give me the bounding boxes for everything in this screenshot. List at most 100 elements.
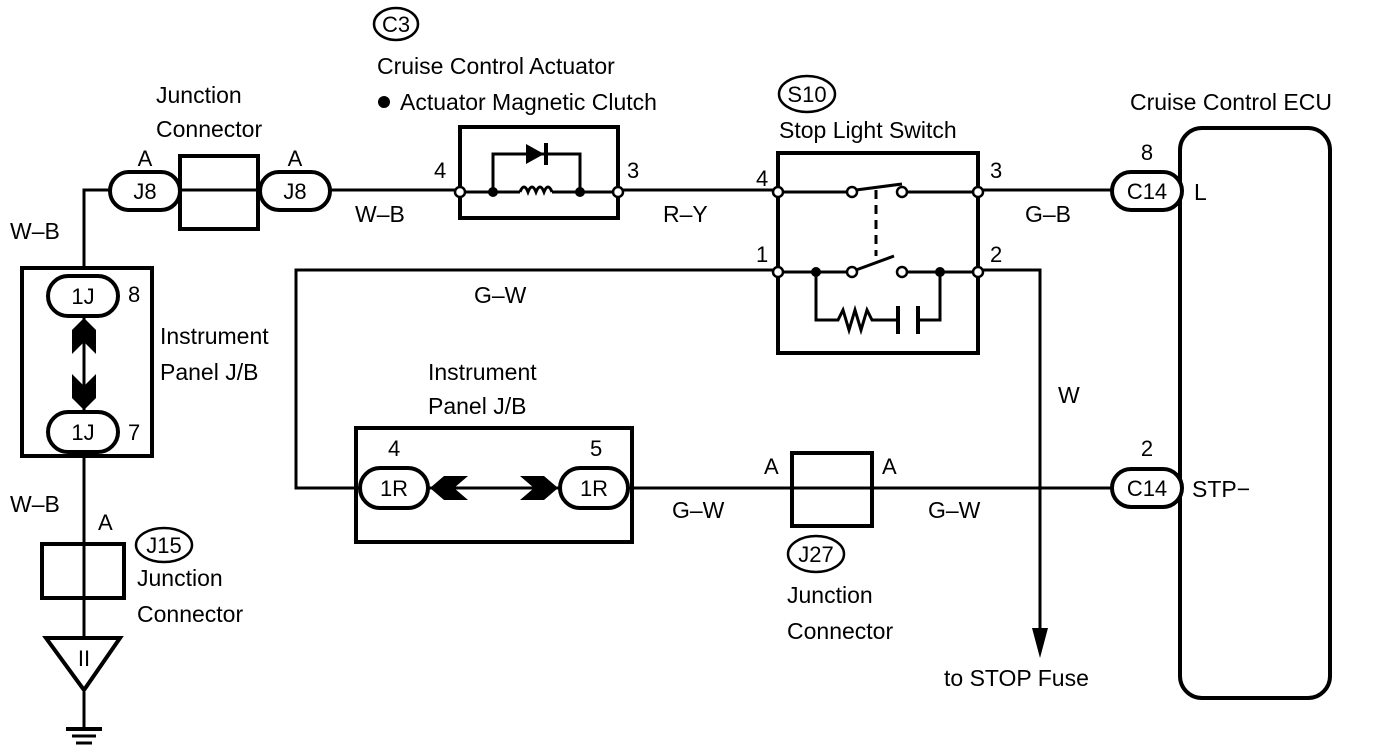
switch-pin-tr: 3 <box>990 158 1002 183</box>
jb-right-pin: 5 <box>590 436 602 461</box>
jb-vertical-label-line2: Panel J/B <box>160 359 258 385</box>
arrow-down-icon <box>72 374 96 410</box>
jb-top-pin: 8 <box>128 282 140 307</box>
jb-horizontal-label-line1: Instrument <box>428 359 537 385</box>
wire-label-gw-top: G–W <box>474 282 527 308</box>
ecu-box <box>1178 126 1332 700</box>
coil-icon <box>518 185 554 197</box>
ecu-terminal-stp: STP− <box>1192 476 1250 502</box>
c14-top-pin: 8 <box>1141 140 1153 165</box>
resistor-icon <box>814 272 896 336</box>
switch-box <box>776 151 980 355</box>
jb-vertical-box <box>20 266 154 458</box>
j8-junction-connector[interactable]: Junction Connector J8 A J8 A <box>108 82 332 231</box>
j15-code-ring <box>134 526 194 564</box>
ground-icon <box>66 727 102 745</box>
j27-code: J27 <box>798 542 833 567</box>
ground-point-triangle <box>42 636 124 694</box>
j27-left-pin: A <box>764 454 779 479</box>
c14-bottom-pin: 2 <box>1141 436 1153 461</box>
wire-label-wb-left-bottom: W–B <box>10 491 60 517</box>
j15-box <box>40 542 126 600</box>
actuator-title: Cruise Control Actuator <box>377 53 615 79</box>
jb-horizontal-box <box>354 426 634 544</box>
arrow-up-icon <box>72 318 96 354</box>
j27-right-pin: A <box>882 454 897 479</box>
j8-left-code: J8 <box>133 179 156 204</box>
actuator-pin-out: 3 <box>627 158 639 183</box>
actuator-subtitle: Actuator Magnetic Clutch <box>400 89 657 115</box>
jb-bottom-pin: 7 <box>128 420 140 445</box>
instrument-panel-jb-horizontal[interactable]: Instrument Panel J/B 1R 4 1R 5 <box>354 359 634 544</box>
actuator-code: C3 <box>382 12 410 37</box>
switch-title: Stop Light Switch <box>779 117 957 143</box>
j15-title-line2: Connector <box>137 601 243 627</box>
j8-title-line2: Connector <box>156 116 262 142</box>
actuator-code-ring <box>372 6 420 42</box>
j8-right-pin: A <box>288 146 303 171</box>
j15-junction-connector[interactable]: A J15 Junction Connector II <box>40 510 243 745</box>
j8-left-connector <box>108 170 182 212</box>
cruise-control-ecu[interactable]: Cruise Control ECU C14 8 L C14 2 STP− <box>1110 89 1332 700</box>
j8-title-line1: Junction <box>156 82 242 108</box>
wire-label-ry: R–Y <box>663 201 708 227</box>
wire-wb-left-top <box>82 188 110 268</box>
switch-pin-br: 2 <box>990 242 1002 267</box>
j27-title-line1: Junction <box>787 582 873 608</box>
arrow-down-icon <box>1032 628 1048 658</box>
j27-code-ring <box>786 534 846 574</box>
jb-bottom-code: 1J <box>71 420 94 445</box>
j15-pin: A <box>98 510 113 535</box>
ground-point-label: II <box>78 646 90 671</box>
wire-label-gw-mid: G–W <box>672 497 725 523</box>
actuator-box-top <box>458 125 620 190</box>
diode-icon <box>526 144 544 164</box>
switch-terminal-2 <box>971 265 985 279</box>
actuator-terminal-4 <box>453 185 467 199</box>
c14-bottom-connector <box>1110 467 1184 509</box>
j8-right-connector <box>258 170 332 212</box>
cruise-control-actuator[interactable]: C3 Cruise Control Actuator Actuator Magn… <box>372 6 657 220</box>
switch-terminal-3 <box>971 185 985 199</box>
actuator-pin-in: 4 <box>434 158 446 183</box>
actuator-terminal-3 <box>611 185 625 199</box>
j27-box <box>790 451 874 528</box>
switch-pin-tl: 4 <box>756 166 768 191</box>
j8-right-code: J8 <box>283 179 306 204</box>
c14-bottom-code: C14 <box>1127 476 1167 501</box>
c14-top-connector <box>1110 170 1184 212</box>
arrow-right-icon <box>520 476 558 500</box>
jb-left-code: 1R <box>380 476 408 501</box>
ecu-title: Cruise Control ECU <box>1130 89 1332 115</box>
jb-left-connector <box>358 466 430 510</box>
switch-terminal-4 <box>771 185 785 199</box>
destination-stop-fuse: to STOP Fuse <box>944 665 1089 691</box>
jb-horizontal-label-line2: Panel J/B <box>428 393 526 419</box>
jb-top-code: 1J <box>71 284 94 309</box>
wire-label-wb-top: W–B <box>355 201 405 227</box>
jb-right-code: 1R <box>580 476 608 501</box>
wire-label-gw-right: G–W <box>928 497 981 523</box>
instrument-panel-jb-vertical[interactable]: 1J 8 1J 7 Instrument Panel J/B <box>20 266 269 458</box>
wire-gw-top <box>294 268 778 490</box>
c14-top-code: C14 <box>1127 179 1167 204</box>
j15-title-line1: Junction <box>137 565 223 591</box>
bullet-icon <box>378 96 390 108</box>
j8-left-pin: A <box>138 146 153 171</box>
ecu-terminal-l: L <box>1194 179 1207 205</box>
switch-code-ring <box>777 74 837 114</box>
j15-code: J15 <box>146 533 181 558</box>
j8-box <box>178 154 260 231</box>
jb-left-pin: 4 <box>388 436 400 461</box>
wire-label-wb-left-top: W–B <box>10 218 60 244</box>
switch-terminal-1 <box>771 265 785 279</box>
wire-w-stop <box>978 268 1042 632</box>
actuator-box-bottom <box>458 190 620 220</box>
j27-junction-connector[interactable]: A A J27 Junction Connector <box>764 451 897 644</box>
stop-light-switch[interactable]: S10 Stop Light Switch 4 3 1 2 <box>756 74 1002 355</box>
j27-title-line2: Connector <box>787 618 893 644</box>
jb-vertical-label-line1: Instrument <box>160 323 269 349</box>
jb-right-connector <box>558 466 630 510</box>
switch-pin-bl: 1 <box>756 242 768 267</box>
